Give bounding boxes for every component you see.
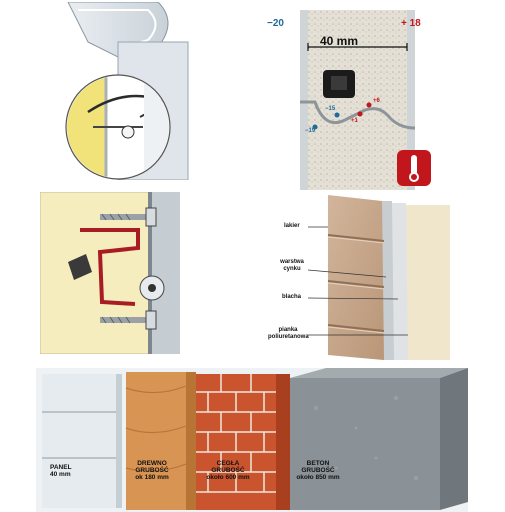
- thermal-insulation-diagram: −20 + 18 40 mm −15 −19 +1 +6: [265, 10, 445, 190]
- point-outside-2: [334, 112, 340, 118]
- outside-temp-label: −20: [267, 18, 284, 29]
- material-label-wood: DREWNO GRUBOŚĆ ok 180 mm: [135, 460, 169, 481]
- hinge-detail-illustration: [48, 2, 198, 180]
- temp-point-label: +6: [373, 98, 380, 104]
- point-outside-1: [312, 124, 318, 130]
- point-inside-1: [357, 111, 363, 117]
- material-label-panel: PANEL 40 mm: [50, 464, 72, 478]
- temp-point-label: +1: [351, 118, 358, 124]
- layer-label-lacquer: lakier: [284, 223, 300, 229]
- material-label-brick: CEGŁA GRUBOŚĆ około 600 mm: [206, 460, 250, 481]
- layer-label-foam: pianka poliuretanowa: [268, 327, 309, 340]
- material-label-concrete: BETON GRUBOŚĆ około 850 mm: [296, 460, 340, 481]
- material-comparison-illustration: PANEL 40 mm DREWNO GRUBOŚĆ ok 180 mm CEG…: [36, 368, 468, 512]
- layer-label-sheet: blacha: [282, 294, 302, 300]
- layer-label-zinc: warstwa cynku: [280, 259, 304, 272]
- temp-point-label: −19: [305, 128, 316, 134]
- temp-point-label: −15: [325, 106, 336, 112]
- inside-temp-label: + 18: [401, 18, 421, 29]
- mounting-detail-illustration: [40, 192, 180, 354]
- thickness-label: 40 mm: [320, 34, 359, 48]
- point-inside-2: [366, 102, 372, 108]
- panel-layers-diagram: lakier warstwa cynku blacha pianka poliu…: [268, 195, 450, 365]
